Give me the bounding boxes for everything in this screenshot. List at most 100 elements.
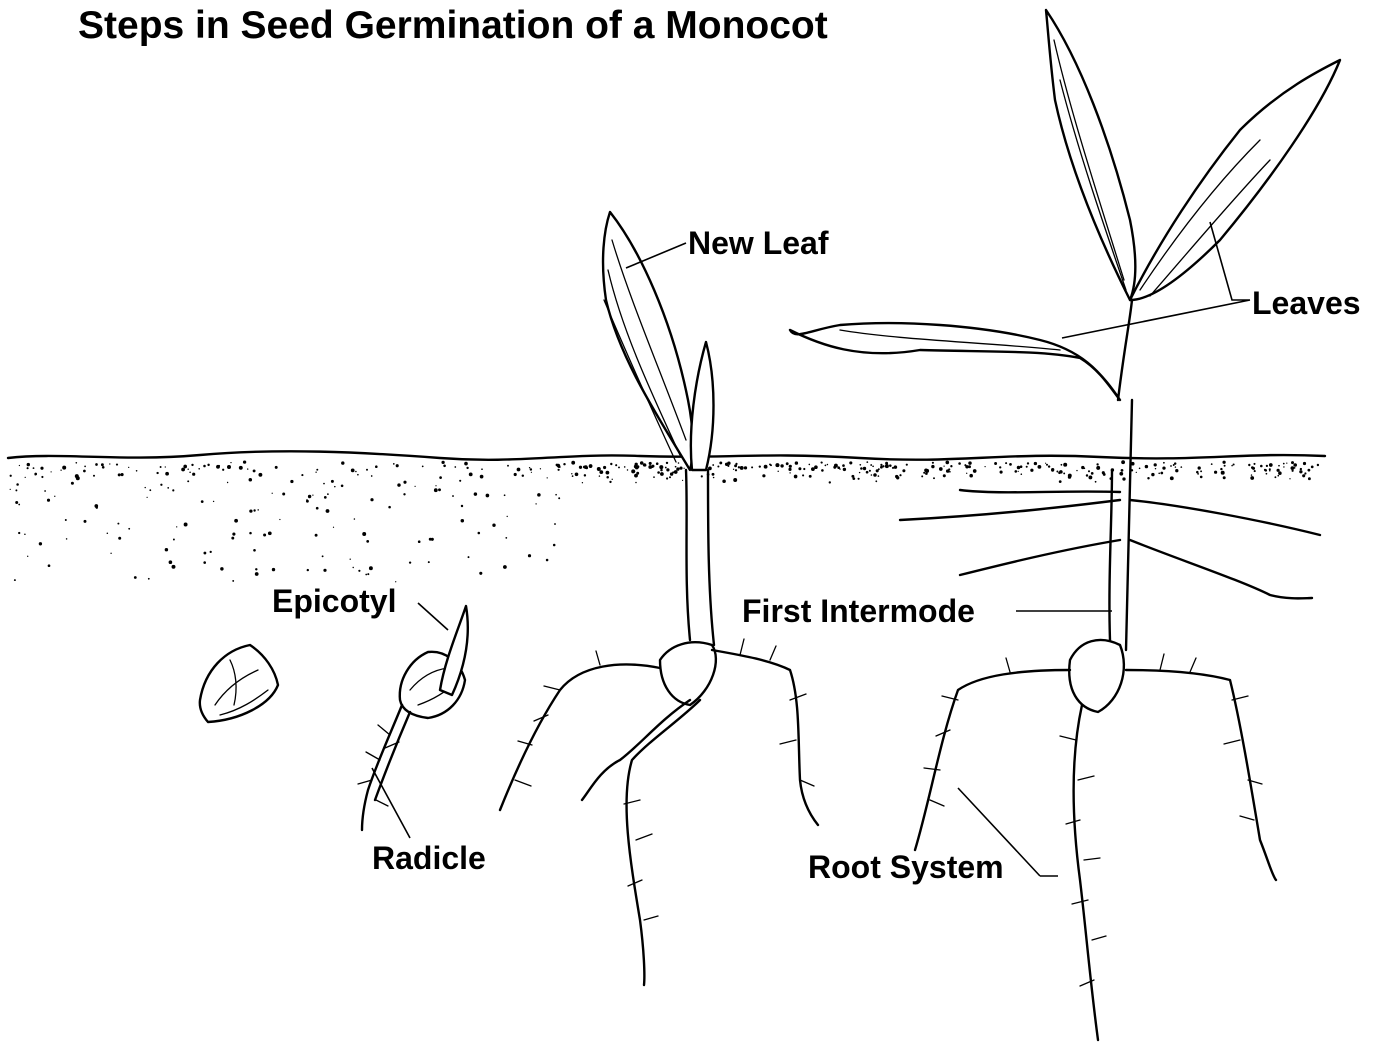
soil-speck (1162, 466, 1165, 469)
soil-speck (821, 462, 823, 464)
soil-speck (1059, 470, 1063, 474)
soil-speck (257, 509, 259, 511)
leader-lines (372, 222, 1250, 876)
soil-speck (1180, 466, 1182, 468)
soil-speck (859, 472, 860, 473)
soil-speck (878, 468, 880, 470)
soil-speck (599, 470, 603, 474)
soil-speck (585, 467, 588, 470)
soil-speck (350, 559, 351, 560)
soil-speck (795, 461, 798, 464)
soil-speck (537, 493, 541, 497)
soil-speck (478, 532, 481, 535)
soil-speck (333, 527, 334, 528)
soil-speck (923, 472, 925, 474)
soil-speck (357, 474, 359, 476)
label-root-system: Root System (808, 851, 1004, 883)
soil-speck (315, 472, 316, 473)
soil-speck (1278, 471, 1282, 475)
soil-speck (409, 561, 411, 563)
soil-speck (16, 483, 19, 486)
soil-speck (674, 470, 678, 474)
soil-speck (1059, 480, 1062, 483)
soil-speck (858, 478, 860, 480)
sprouting-seed (358, 606, 468, 830)
soil-speck (1286, 462, 1287, 463)
soil-speck (33, 467, 35, 469)
soil-speck (145, 487, 146, 488)
soil-speck (1158, 473, 1160, 475)
soil-speck (931, 465, 934, 468)
soil-speck (1174, 462, 1176, 464)
soil-speck (443, 465, 446, 468)
soil-speck (1291, 461, 1294, 464)
soil-speck (1122, 477, 1125, 480)
soil-speck (47, 499, 50, 502)
seed (200, 645, 278, 722)
soil-speck (331, 480, 334, 483)
soil-speck (583, 466, 586, 469)
soil-speck (136, 470, 138, 472)
soil-speck (1063, 472, 1065, 474)
soil-speck (660, 472, 664, 476)
soil-speck (1026, 466, 1028, 468)
soil-speck (324, 496, 327, 499)
soil-speck (535, 503, 536, 504)
soil-speck (878, 475, 880, 477)
drooping-leaf (790, 323, 1120, 400)
soil-speck (556, 464, 559, 467)
soil-speck (62, 466, 66, 470)
soil-speck (352, 567, 353, 568)
soil-speck (1200, 470, 1202, 472)
soil-speck (1277, 475, 1279, 477)
soil-speck (866, 461, 868, 463)
soil-speck (1045, 463, 1046, 464)
soil-speck (659, 465, 663, 469)
soil-speck (880, 466, 883, 469)
soil-speck (1307, 469, 1310, 472)
soil-speck (733, 478, 737, 482)
soil-speck (327, 493, 329, 495)
soil-speck (441, 461, 444, 464)
soil-speck (183, 465, 187, 469)
soil-speck (540, 468, 541, 469)
soil-speck (666, 462, 668, 464)
soil-speck (563, 463, 565, 465)
soil-speck (701, 475, 703, 477)
soil-speck (973, 469, 977, 473)
curved-leaf (1130, 60, 1340, 300)
soil-speck (1265, 469, 1268, 472)
soil-speck (1095, 481, 1097, 483)
soil-speck (165, 548, 168, 551)
soil-speck (459, 480, 461, 482)
soil-speck (712, 464, 714, 466)
soil-speck (921, 475, 923, 477)
soil-speck (676, 467, 679, 470)
soil-speck (84, 520, 87, 523)
soil-speck (1021, 473, 1023, 475)
soil-speck (618, 466, 620, 468)
soil-speck (396, 464, 399, 467)
soil-speck (110, 553, 111, 554)
soil-speck (1231, 465, 1233, 467)
soil-speck (1197, 473, 1199, 475)
soil-speck (946, 469, 949, 472)
soil-speck (885, 464, 889, 468)
soil-speck (1151, 473, 1154, 476)
soil-surface-line (8, 451, 1325, 460)
tall-leaf (1046, 10, 1135, 300)
soil-speck (94, 504, 98, 508)
soil-speck (306, 500, 309, 503)
soil-speck (375, 465, 378, 468)
soil-speck (627, 469, 628, 470)
soil-speck (109, 463, 110, 464)
soil-speck (1299, 470, 1302, 473)
soil-speck (466, 467, 468, 469)
soil-speck (1088, 470, 1090, 472)
soil-speck (370, 498, 373, 501)
soil-speck (1155, 468, 1156, 469)
soil-speck (1266, 473, 1268, 475)
soil-speck (553, 544, 556, 547)
soil-speck (1269, 463, 1273, 467)
soil-speck (147, 497, 148, 498)
